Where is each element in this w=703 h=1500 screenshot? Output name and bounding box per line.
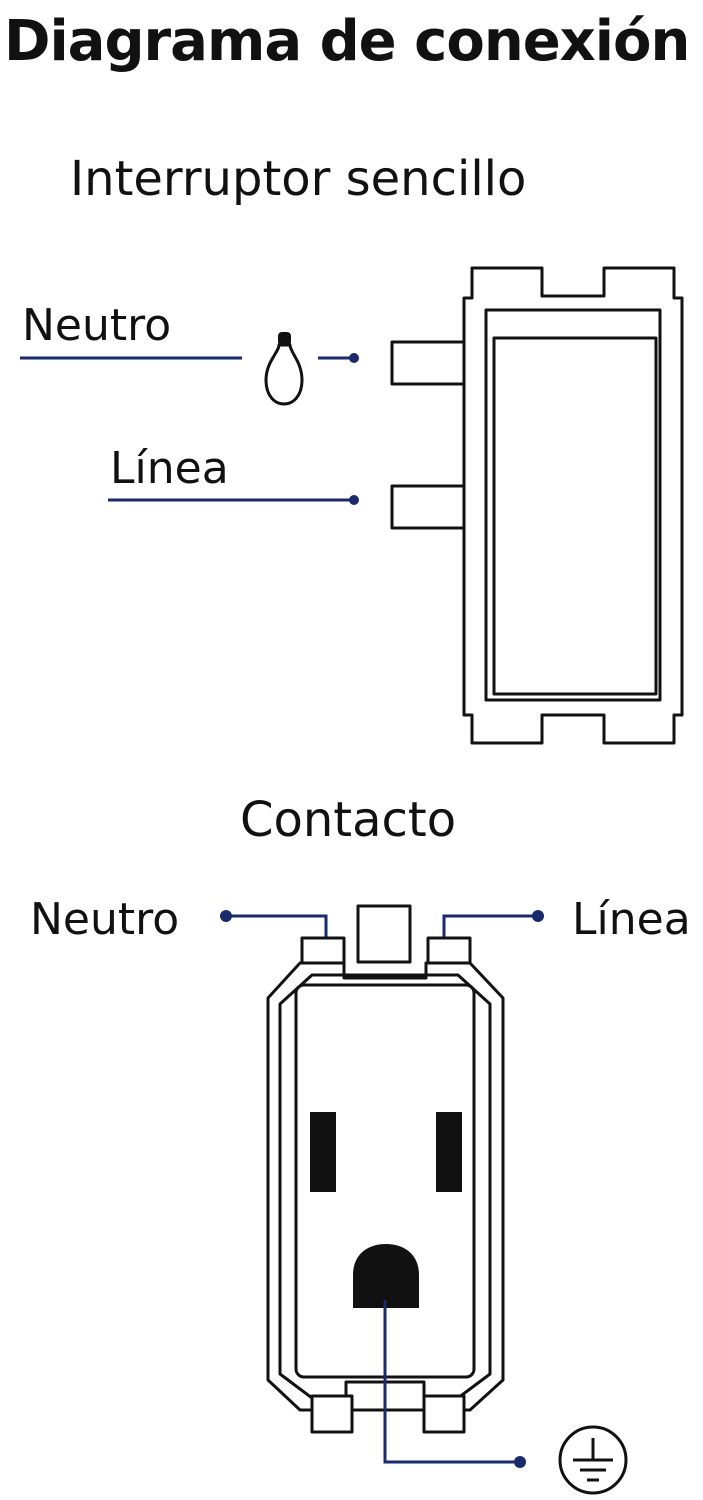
switch-body (462, 266, 684, 745)
switch-terminal-top (390, 340, 466, 386)
switch-neutral-label: Neutro (22, 300, 171, 351)
switch-line-terminal-dot (349, 495, 359, 505)
outlet-ground-terminal-dot (514, 1456, 526, 1468)
outlet-body (266, 961, 505, 1412)
outlet-section: Contacto Neutro Línea (30, 792, 691, 1495)
switch-rocker (492, 336, 658, 696)
outlet-ground-wire (383, 1300, 518, 1464)
outlet-neutral-wire (226, 914, 328, 940)
outlet-top-tab (356, 904, 412, 964)
outlet-heading: Contacto (240, 792, 456, 848)
outlet-line-screw (426, 936, 472, 966)
outlet-bottom-left-foot (310, 1394, 354, 1434)
switch-terminal-bottom (390, 484, 466, 530)
switch-neutral-terminal-dot (349, 353, 359, 363)
outlet-neutral-slot (310, 1112, 336, 1192)
outlet-line-wire (442, 914, 538, 940)
outlet-bottom-right-foot (422, 1394, 466, 1434)
switch-heading: Interruptor sencillo (70, 151, 526, 207)
switch-frame (484, 308, 662, 702)
outlet-neutral-label: Neutro (30, 894, 179, 945)
outlet-line-slot (436, 1112, 462, 1192)
page-title: Diagrama de conexión (4, 9, 689, 74)
ground-symbol-icon (558, 1425, 628, 1495)
switch-section: Interruptor sencillo Neutro Línea (20, 151, 684, 745)
light-bulb-icon (264, 332, 304, 406)
outlet-ground-hole (353, 1244, 419, 1308)
switch-line-label: Línea (110, 443, 229, 494)
outlet-line-label: Línea (572, 894, 691, 945)
outlet-neutral-screw (300, 936, 346, 966)
